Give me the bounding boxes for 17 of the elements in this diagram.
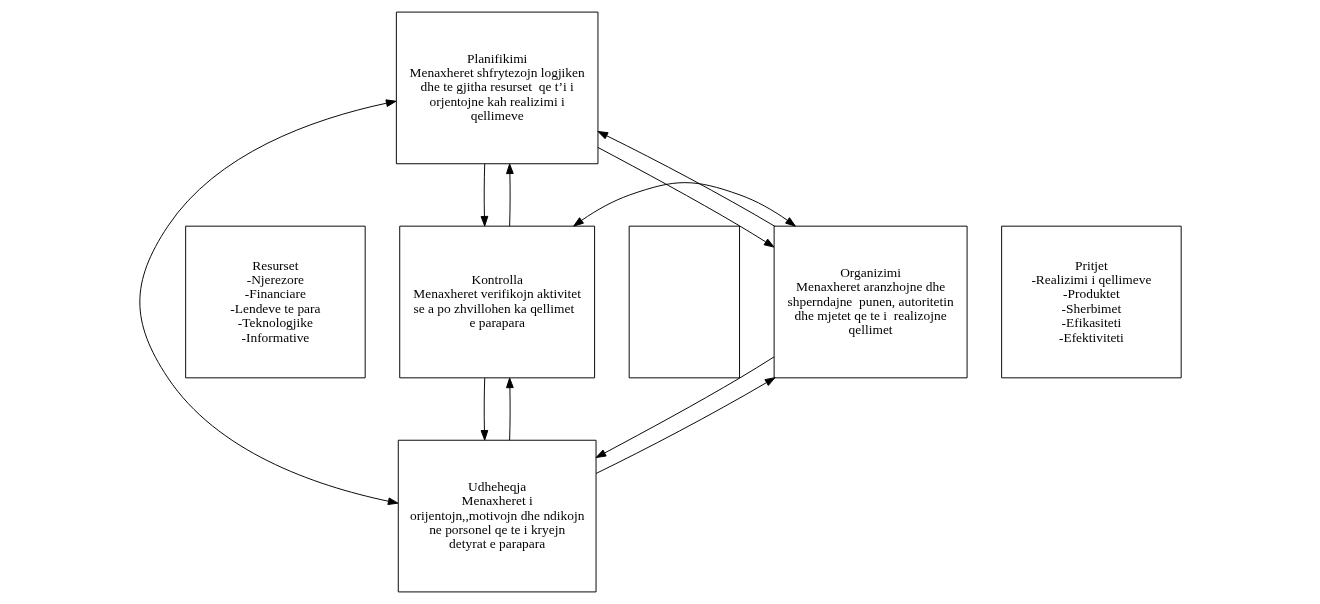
node-box: Pritjet -Realizimi i qellimeve -Produktet -Sherbimet -Efikasiteti -Efektiviteti — [1000, 225, 1182, 379]
arrow — [572, 182, 796, 227]
arrow — [597, 131, 775, 227]
arrow — [138, 99, 398, 506]
node-box — [628, 225, 740, 379]
node-box: Planifikimi Menaxheret shfrytezojn logjiken dhe te gjitha resurset qe t’i i orjentojne kah realizimi i qellimeve — [395, 11, 598, 165]
arrow — [480, 163, 488, 227]
node-box: Udheheqja Menaxheret i orijentojn,,motivojn dhe ndikojn ne porsonel qe te i kryejn detyrat e parapara — [397, 439, 596, 593]
node-box: Organizimi Menaxheret aranzhojne dhe shperndajne punen, autoritetin dhe mjetet qe te i realizojne qellimet — [773, 225, 968, 379]
node-box: Resurset -Njerezore -Financiare -Lendeve te para -Teknologjike -Informative — [184, 225, 366, 379]
arrow — [480, 377, 488, 441]
node-box: Kontrolla Menaxheret verifikojn aktivitet se a po zhvillohen ka qellimet e parapara — [398, 225, 595, 379]
arrow — [595, 377, 775, 474]
arrow — [595, 356, 774, 459]
arrow — [505, 377, 514, 441]
arrow — [597, 147, 774, 248]
arrow — [505, 163, 514, 227]
